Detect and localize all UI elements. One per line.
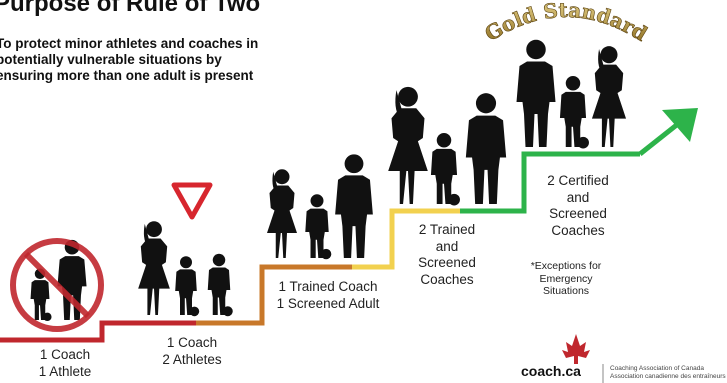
- purpose-statement: To protect minor athletes and coaches in…: [0, 36, 258, 84]
- stair-step-2: [196, 264, 352, 326]
- step5-figures: [516, 39, 627, 149]
- step4-figures: [388, 86, 507, 206]
- organization-name: Coaching Association of Canada Associati…: [610, 365, 726, 380]
- step-label-3: 1 Trained Coach 1 Screened Adult: [276, 279, 380, 311]
- step2-figures: [138, 221, 233, 317]
- slide-title: Purpose of Rule of Two: [0, 0, 261, 17]
- gold-standard-text: Gold Standard: [481, 0, 652, 46]
- prohibition-icon: [10, 238, 104, 332]
- step-label-2: 1 Coach 2 Athletes: [162, 335, 222, 367]
- coach-ca-logo: coach.ca: [521, 363, 581, 379]
- purpose-line: potentially vulnerable situations by: [0, 52, 222, 67]
- stair-step-1: [0, 320, 196, 343]
- step-label-1: 1 Coach 1 Athlete: [38, 347, 92, 379]
- yield-triangle-icon: [171, 182, 213, 220]
- step-label-4: 2 Trained and Screened Coaches: [418, 222, 476, 287]
- purpose-line: To protect minor athletes and coaches in: [0, 36, 259, 51]
- step3-figures: [267, 154, 373, 260]
- stair-step-4: [460, 151, 640, 214]
- maple-leaf-icon: [562, 334, 590, 364]
- step-label-5: 2 Certified and Screened Coaches: [547, 173, 609, 238]
- stair-step-3: [352, 208, 460, 270]
- purpose-line: ensuring more than one adult is present: [0, 68, 254, 83]
- exceptions-note: *Exceptions for Emergency Situations: [530, 260, 602, 297]
